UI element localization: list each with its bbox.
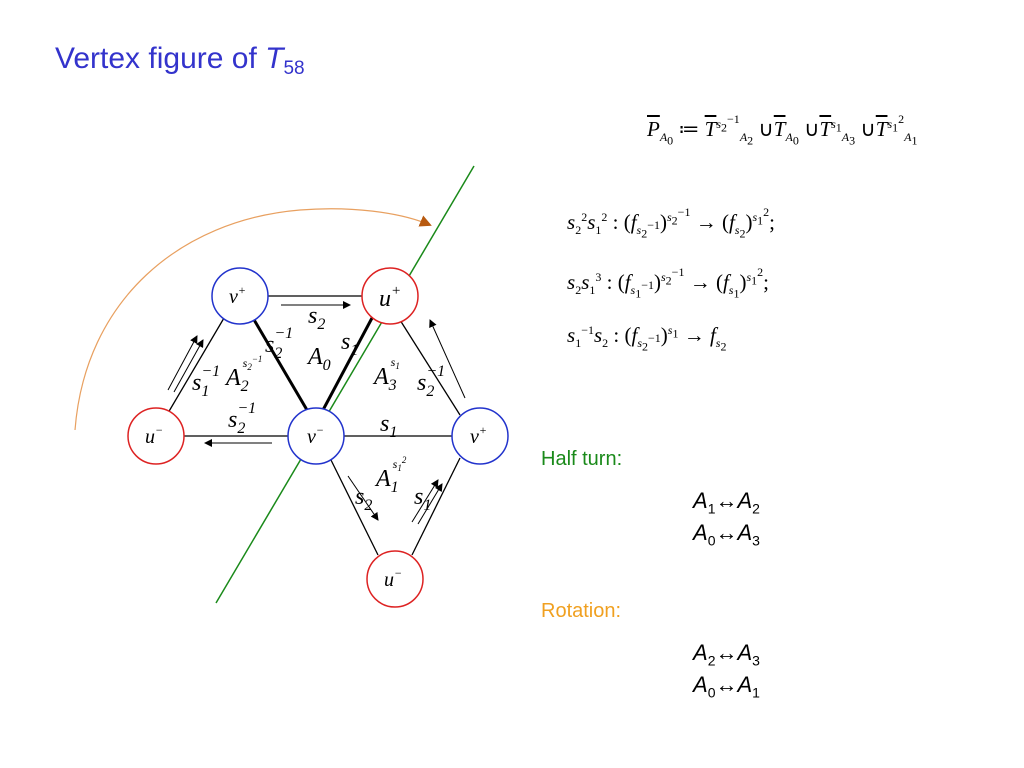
node-label-v-right: v+ [470,423,487,448]
label-s1-lower: s1 [414,484,431,514]
edge-upper-right [399,319,461,416]
edge-upper-left [167,317,225,414]
title-subscript: 58 [283,58,305,79]
node-label-v-top-left: v+ [229,283,246,308]
region-A2: A2s2−1 [224,354,262,395]
eq-sub-a0-num: 0 [667,133,674,148]
equation-rule-1: s22s12 : (fs2−1)s2−1 → (fs2)s12; [567,205,775,241]
label-s1inv-left: s1−1 [192,363,220,400]
edge-lower-right [411,457,461,556]
rotation-arc [74,208,432,431]
node-label-u-left: u− [145,423,163,448]
node-v-top-left [211,267,269,325]
node-v-center [287,407,345,465]
edge-labels: s2 s2−1 s1 s2−1 s1 s2−1 s1−1 s2 s1 [192,303,445,514]
edge-vl-center [251,317,309,411]
half-turn-pair-1: A1↔A2 [693,488,760,517]
node-u-top-right [361,267,419,325]
rotation-pair-2: A0↔A1 [693,672,760,701]
node-u-bottom [366,550,424,608]
node-labels: v+ u+ u− v− v+ u− [145,283,487,591]
edge-lower-left [329,457,379,556]
label-s1-upper: s1 [341,329,358,359]
region-labels: A0 A3s1 A2s2−1 A1s12 [224,344,407,496]
node-u-left [127,407,185,465]
eq-t1-sup: s [716,117,722,131]
arrow-upper-right [429,319,466,399]
rotation-pair-1: A2↔A3 [693,640,760,669]
nodes [127,267,509,608]
node-label-u-bottom: u− [384,566,402,591]
arrow-lower-right-a [411,479,439,523]
half-turn-axis [215,165,475,604]
label-s2-lower: s2 [355,484,372,514]
eq-sub-a0-letter: A [659,130,668,145]
label-s2-top: s2 [308,303,325,333]
half-turn-label: Half turn: [541,448,623,470]
label-s1-right: s1 [380,411,397,441]
label-s2inv-right: s2−1 [417,363,445,400]
equation-rule-2: s2s13 : (fs1−1)s2−1 → (fs1)s12; [567,265,769,301]
title-symbol: T [265,42,284,75]
edge-arrows [167,301,466,525]
edge-ur-center [321,317,374,411]
arrow-lower-right-b [417,483,443,525]
arrow-upper-left-b [173,339,204,393]
node-v-right [451,407,509,465]
region-A3: A3s1 [372,355,400,394]
equation-p-a0: A PA0 ≔ Ts2−1A2 ∪TA0 ∪Ts1A3 ∪Ts12A1 [647,112,918,148]
region-A0: A0 [306,344,331,374]
arrow-upper-left-a [167,335,198,391]
equation-rule-3: s1−1s2 : (fs2−1)s1 → fs2 [567,323,727,354]
page-title: Vertex figure of T58 [55,42,305,80]
label-s2inv-left: s2−1 [228,400,256,437]
rotation-label: Rotation: [541,600,622,622]
arrow-lower-left [347,475,379,521]
node-label-v-center: v− [307,423,324,448]
edges [167,295,461,556]
half-turn-pair-2: A0↔A3 [693,520,760,549]
label-s2inv-upper: s2−1 [265,325,293,362]
node-label-u-top-right: u+ [379,283,401,312]
region-A1: A1s12 [374,455,407,496]
title-text: Vertex figure of [55,42,266,75]
